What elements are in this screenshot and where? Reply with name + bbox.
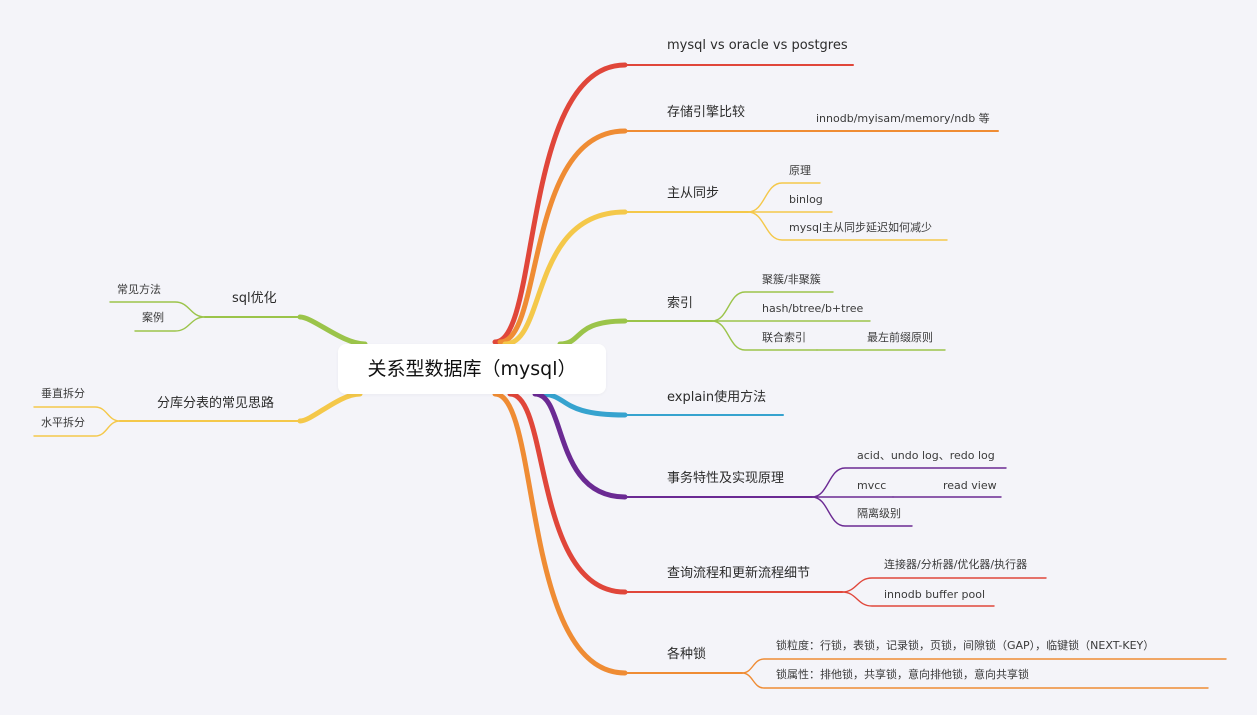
- index-child-composite[interactable]: 联合索引: [762, 331, 806, 344]
- index-child-clustered[interactable]: 聚簇/非聚簇: [762, 273, 821, 286]
- replication-child-binlog[interactable]: binlog: [789, 193, 823, 206]
- root-node-label: 关系型数据库（mysql）: [367, 358, 577, 380]
- connector-replication: [504, 211, 749, 345]
- connector-replication-0: [747, 182, 821, 213]
- sql-opt-child-methods[interactable]: 常见方法: [117, 283, 161, 296]
- branch-storage-engines[interactable]: 存储引擎比较: [667, 105, 746, 120]
- transaction-child-isolation[interactable]: 隔离级别: [857, 507, 901, 520]
- connector-sql-opt-1: [134, 316, 206, 332]
- connector-index-thick: [557, 318, 628, 347]
- connector-replication-2: [747, 211, 948, 241]
- connector-storage: [499, 130, 999, 343]
- connector-mysql-vs-thick: [492, 62, 628, 345]
- transaction-child-mvcc[interactable]: mvcc: [857, 479, 887, 492]
- locks-child-attributes[interactable]: 锁属性：排他锁，共享锁，意向排他锁，意向共享锁: [776, 668, 1029, 681]
- connector-locks-1: [741, 672, 1209, 689]
- branch-query-flow[interactable]: 查询流程和更新流程细节: [667, 566, 811, 581]
- branch-replication[interactable]: 主从同步: [667, 186, 720, 201]
- connector-query-0: [841, 577, 1047, 593]
- connector-sharding-0: [33, 406, 121, 422]
- storage-child-engines[interactable]: innodb/myisam/memory/ndb 等: [816, 112, 990, 125]
- branch-sql-optimization[interactable]: sql优化: [232, 291, 277, 306]
- sharding-child-horizontal[interactable]: 水平拆分: [41, 416, 85, 429]
- branch-mysql-vs-oracle-vs-postgres[interactable]: mysql vs oracle vs postgres: [667, 38, 848, 53]
- branch-explain[interactable]: explain使用方法: [667, 390, 767, 405]
- connector-sharding-1: [33, 420, 121, 437]
- sql-opt-child-cases[interactable]: 案例: [142, 311, 164, 324]
- locks-child-granularity[interactable]: 锁粒度：行锁，表锁，记录锁，页锁，间隙锁（GAP），临键锁（NEXT-KEY）: [776, 639, 1155, 652]
- query-child-buffer-pool[interactable]: innodb buffer pool: [884, 588, 986, 601]
- branch-index[interactable]: 索引: [667, 296, 694, 311]
- connector-transaction-2: [811, 496, 913, 527]
- connector-locks-0: [741, 658, 1227, 674]
- query-child-components[interactable]: 连接器/分析器/优化器/执行器: [884, 558, 1028, 571]
- connector-query-flow: [509, 393, 843, 593]
- transaction-child-acid[interactable]: acid、undo log、redo log: [857, 449, 995, 462]
- connector-transaction: [534, 393, 813, 498]
- branch-transaction[interactable]: 事务特性及实现原理: [667, 471, 785, 486]
- sharding-child-vertical[interactable]: 垂直拆分: [41, 387, 85, 400]
- connector-locks: [494, 393, 743, 674]
- root-node[interactable]: 关系型数据库（mysql）: [338, 344, 606, 394]
- branch-sharding[interactable]: 分库分表的常见思路: [157, 396, 275, 411]
- transaction-grandchild-read-view[interactable]: read view: [943, 479, 997, 492]
- branch-locks[interactable]: 各种锁: [667, 647, 707, 662]
- replication-child-principle[interactable]: 原理: [789, 164, 811, 177]
- connector-sql-opt-0: [109, 301, 206, 318]
- connector-index-0: [711, 291, 834, 322]
- index-child-structures[interactable]: hash/btree/b+tree: [762, 302, 864, 315]
- replication-child-delay[interactable]: mysql主从同步延迟如何减少: [789, 221, 932, 234]
- connector-query-1: [841, 591, 995, 607]
- index-grandchild-leftmost-prefix[interactable]: 最左前缀原则: [867, 331, 933, 344]
- connector-index: [559, 320, 713, 345]
- connector-sharding: [119, 393, 361, 422]
- connector-sql-opt: [204, 316, 366, 345]
- connector-index-2: [711, 320, 818, 351]
- connector-mysql-vs: [494, 64, 854, 343]
- connector-transaction-0: [811, 467, 1007, 498]
- connector-explain: [539, 393, 784, 416]
